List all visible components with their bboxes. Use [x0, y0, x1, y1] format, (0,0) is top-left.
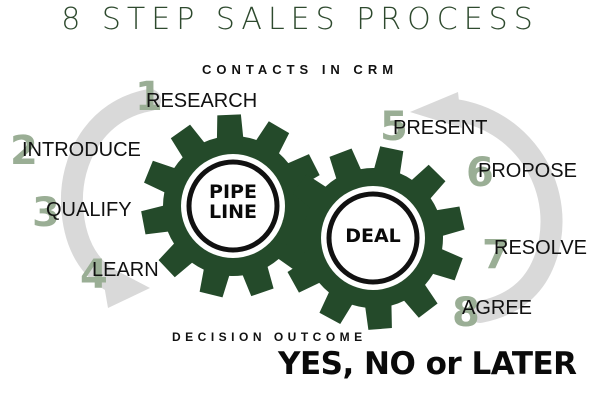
step-number-6: 6	[466, 150, 494, 196]
gear-hub-ring	[181, 154, 285, 258]
subtitle: CONTACTS IN CRM	[201, 62, 399, 77]
step-label-introduce: INTRODUCE	[22, 139, 141, 161]
step-label-resolve: RESOLVE	[494, 237, 587, 259]
step-number-8: 8	[452, 290, 480, 336]
pipeline-gear-label: PIPE LINE	[193, 181, 273, 223]
step-number-5: 5	[380, 104, 408, 150]
gear-inner-ring	[186, 159, 280, 253]
step-label-propose: PROPOSE	[478, 160, 577, 182]
step-number-1: 1	[135, 74, 163, 120]
decision-outcome: YES, NO or LATER	[278, 346, 577, 382]
step-number-7: 7	[482, 232, 510, 278]
pipeline-gear	[141, 114, 325, 298]
deal-gear-label: DEAL	[345, 225, 401, 247]
step-number-2: 2	[10, 128, 38, 174]
step-label-learn: LEARN	[92, 259, 159, 281]
gear-hub-ring	[321, 186, 425, 290]
step-label-research: RESEARCH	[146, 90, 258, 112]
right-cycle-arrow	[410, 92, 563, 323]
left-cycle-arrow	[60, 89, 161, 308]
pipeline-line-1: PIPE	[209, 181, 257, 203]
page-title: 8 STEP SALES PROCESS	[61, 2, 539, 37]
step-label-qualify: QUALIFY	[46, 199, 132, 221]
gear-inner-ring	[326, 191, 420, 285]
step-label-present: PRESENT	[393, 117, 488, 139]
decision-heading: DECISION OUTCOME	[172, 330, 367, 344]
step-label-agree: AGREE	[462, 297, 533, 319]
deal-gear	[281, 146, 465, 330]
pipeline-line-2: LINE	[208, 200, 258, 223]
step-number-3: 3	[32, 190, 60, 236]
step-number-4: 4	[80, 252, 108, 298]
